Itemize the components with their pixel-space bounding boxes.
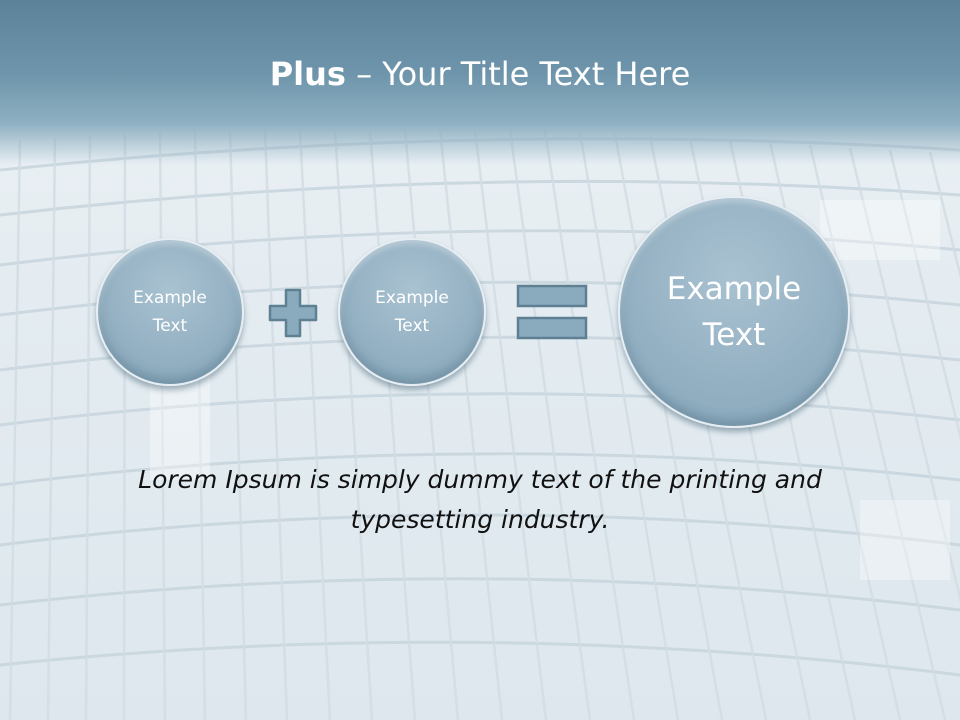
circle-label-1: Example Text — [133, 288, 207, 336]
title-rest: – Your Title Text Here — [345, 55, 691, 93]
circle-label-2: Example Text — [375, 288, 449, 336]
title-bold-word: Plus — [269, 55, 346, 93]
body-text: Lorem Ipsum is simply dummy text of the … — [138, 465, 822, 534]
circle-label-3: Example Text — [666, 271, 802, 353]
plus-icon — [268, 288, 318, 338]
slide-title: Plus – Your Title Text Here — [0, 52, 960, 96]
title-band — [0, 0, 960, 165]
circle-example-1: Example Text — [96, 238, 244, 386]
equals-icon — [516, 284, 588, 340]
circle-example-result: Example Text — [618, 196, 850, 428]
circle-example-2: Example Text — [338, 238, 486, 386]
